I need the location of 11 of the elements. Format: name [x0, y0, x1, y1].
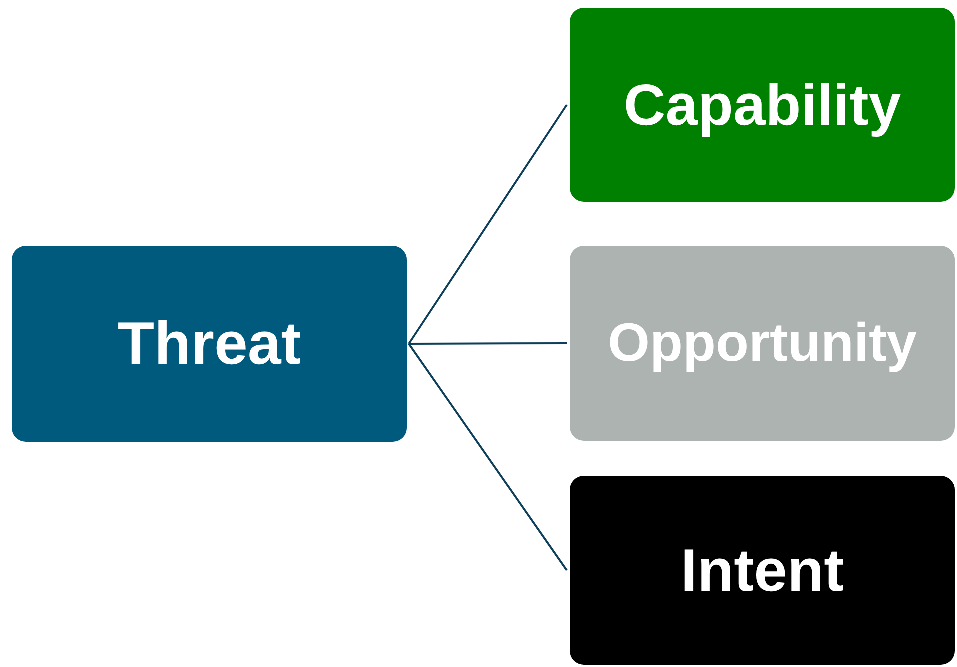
connector-line [408, 343, 568, 572]
connector-line [408, 104, 568, 345]
box-label: Threat [118, 309, 302, 379]
box-label: Intent [680, 536, 844, 606]
connector-line [409, 342, 567, 345]
category-box [570, 476, 955, 665]
category-box [570, 246, 955, 441]
box-label: Capability [624, 72, 902, 140]
category-box [570, 8, 955, 202]
category-box [12, 246, 407, 442]
box-label: Opportunity [608, 312, 917, 375]
